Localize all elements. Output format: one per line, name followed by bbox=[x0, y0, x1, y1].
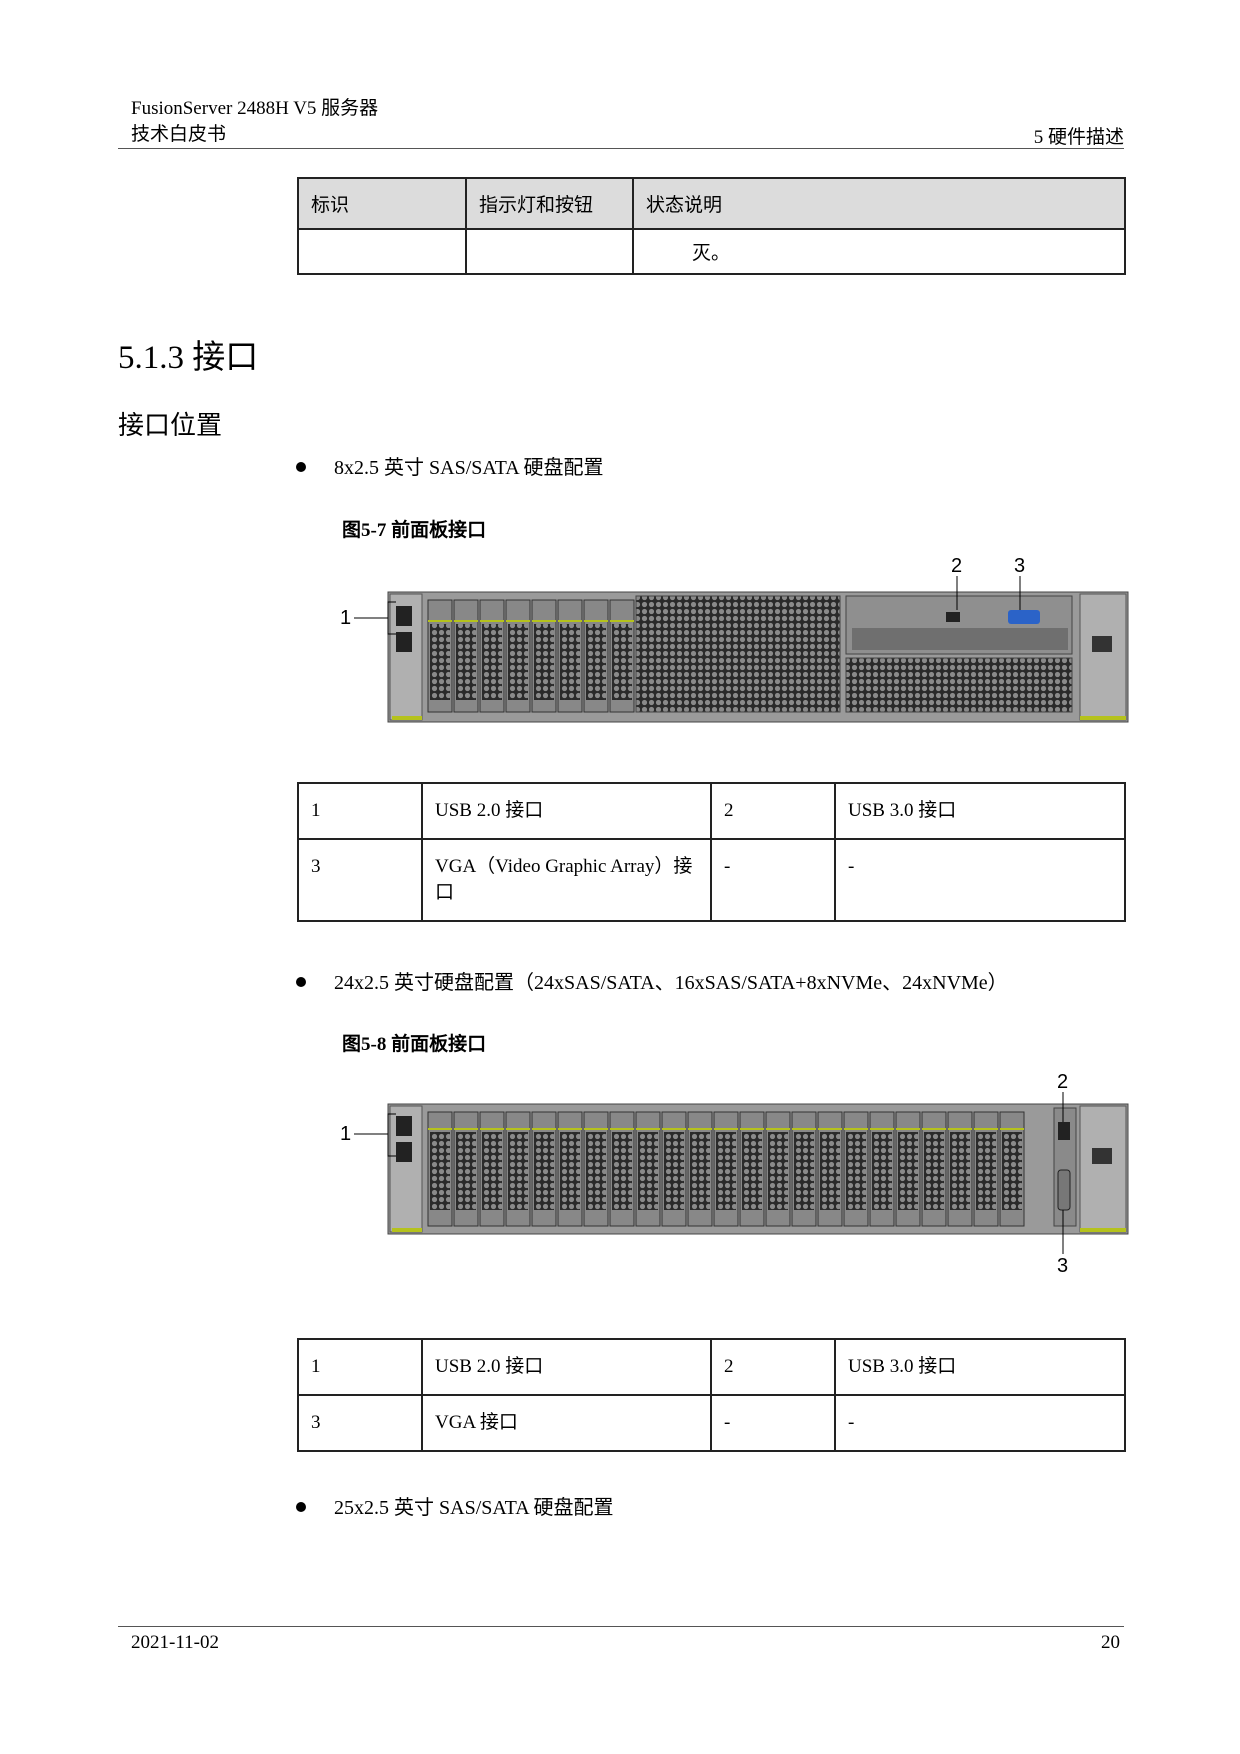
table-cell: 2 bbox=[710, 1338, 836, 1396]
bullet-item: 24x2.5 英寸硬盘配置（24xSAS/SATA、16xSAS/SATA+8x… bbox=[296, 966, 1008, 995]
header-divider bbox=[118, 148, 1124, 149]
bullet-dot bbox=[296, 462, 306, 472]
table-cell: USB 3.0 接口 bbox=[834, 782, 1126, 840]
bullet-text: 8x2.5 英寸 SAS/SATA 硬盘配置 bbox=[334, 457, 604, 479]
bullet-dot bbox=[296, 1502, 306, 1512]
usb-port-icon bbox=[396, 632, 412, 652]
bullet-dot bbox=[296, 977, 306, 987]
table-header-cell: 标识 bbox=[297, 177, 467, 230]
callout-label: 2 bbox=[951, 555, 962, 577]
table-cell: VGA（Video Graphic Array）接口 bbox=[421, 838, 712, 922]
status-table: 标识 指示灯和按钮 状态说明 灭。 bbox=[297, 177, 1126, 275]
figure-caption: 图5-8 前面板接口 bbox=[342, 1034, 487, 1055]
section-title: 5.1.3 接口 bbox=[118, 340, 259, 376]
header-chapter: 5 硬件描述 bbox=[1033, 127, 1124, 148]
table-cell: 3 bbox=[297, 1394, 423, 1452]
table-cell: USB 2.0 接口 bbox=[421, 1338, 712, 1396]
table-row: 3 VGA（Video Graphic Array）接口 - - bbox=[297, 838, 1126, 922]
table-cell bbox=[465, 228, 634, 275]
footer-divider bbox=[118, 1626, 1124, 1627]
subsection-title: 接口位置 bbox=[118, 411, 223, 441]
table-cell: - bbox=[834, 838, 1126, 922]
callout-label: 1 bbox=[340, 1123, 351, 1145]
table-row: 3 VGA 接口 - - bbox=[297, 1394, 1126, 1452]
table-cell: 2 bbox=[710, 782, 836, 840]
bullet-item: 8x2.5 英寸 SAS/SATA 硬盘配置 bbox=[296, 451, 604, 480]
bullet-text: 25x2.5 英寸 SAS/SATA 硬盘配置 bbox=[334, 1497, 614, 1519]
table-cell: USB 2.0 接口 bbox=[421, 782, 712, 840]
table-cell: VGA 接口 bbox=[421, 1394, 712, 1452]
bullet-item: 25x2.5 英寸 SAS/SATA 硬盘配置 bbox=[296, 1491, 614, 1520]
usb-port-icon bbox=[1058, 1122, 1070, 1140]
power-button-icon bbox=[1092, 1148, 1112, 1164]
page-number: 20 bbox=[1101, 1632, 1120, 1653]
usb-port-icon bbox=[396, 1116, 412, 1136]
table-cell: - bbox=[834, 1394, 1126, 1452]
table-cell: 1 bbox=[297, 1338, 423, 1396]
table-cell bbox=[297, 228, 467, 275]
usb-port-icon bbox=[396, 606, 412, 626]
header-doc-type: 技术白皮书 bbox=[131, 124, 227, 145]
page-header: FusionServer 2488H V5 服务器 技术白皮书 bbox=[131, 96, 378, 148]
callout-label: 3 bbox=[1014, 555, 1025, 577]
table-cell: 灭。 bbox=[632, 228, 1126, 275]
table-header-cell: 状态说明 bbox=[632, 177, 1126, 230]
front-panel-8-drive-figure: 1 2 3 bbox=[340, 555, 1129, 723]
interface-table-2: 1 USB 2.0 接口 2 USB 3.0 接口 3 VGA 接口 - - bbox=[297, 1338, 1126, 1452]
figure-caption: 图5-7 前面板接口 bbox=[342, 520, 487, 541]
table-row: 灭。 bbox=[297, 228, 1126, 275]
vga-port-icon bbox=[1008, 610, 1040, 624]
table-header-row: 标识 指示灯和按钮 状态说明 bbox=[297, 177, 1126, 230]
table-cell: USB 3.0 接口 bbox=[834, 1338, 1126, 1396]
interface-table-1: 1 USB 2.0 接口 2 USB 3.0 接口 3 VGA（Video Gr… bbox=[297, 782, 1126, 922]
table-cell: - bbox=[710, 1394, 836, 1452]
table-row: 1 USB 2.0 接口 2 USB 3.0 接口 bbox=[297, 1338, 1126, 1396]
callout-label: 2 bbox=[1057, 1071, 1068, 1093]
power-button-icon bbox=[1092, 636, 1112, 652]
table-cell: 1 bbox=[297, 782, 423, 840]
usb-port-icon bbox=[396, 1142, 412, 1162]
header-product: FusionServer 2488H V5 服务器 bbox=[131, 98, 379, 119]
callout-label: 3 bbox=[1057, 1255, 1068, 1277]
table-row: 1 USB 2.0 接口 2 USB 3.0 接口 bbox=[297, 782, 1126, 840]
vga-port-icon bbox=[1057, 1169, 1071, 1211]
front-panel-24-drive-figure: 1 2 3 bbox=[340, 1071, 1129, 1277]
footer-date: 2021-11-02 bbox=[131, 1632, 219, 1653]
usb-port-icon bbox=[946, 612, 960, 622]
table-header-cell: 指示灯和按钮 bbox=[465, 177, 634, 230]
bullet-text: 24x2.5 英寸硬盘配置（24xSAS/SATA、16xSAS/SATA+8x… bbox=[334, 972, 1008, 994]
table-cell: 3 bbox=[297, 838, 423, 922]
callout-label: 1 bbox=[340, 607, 351, 629]
table-cell: - bbox=[710, 838, 836, 922]
